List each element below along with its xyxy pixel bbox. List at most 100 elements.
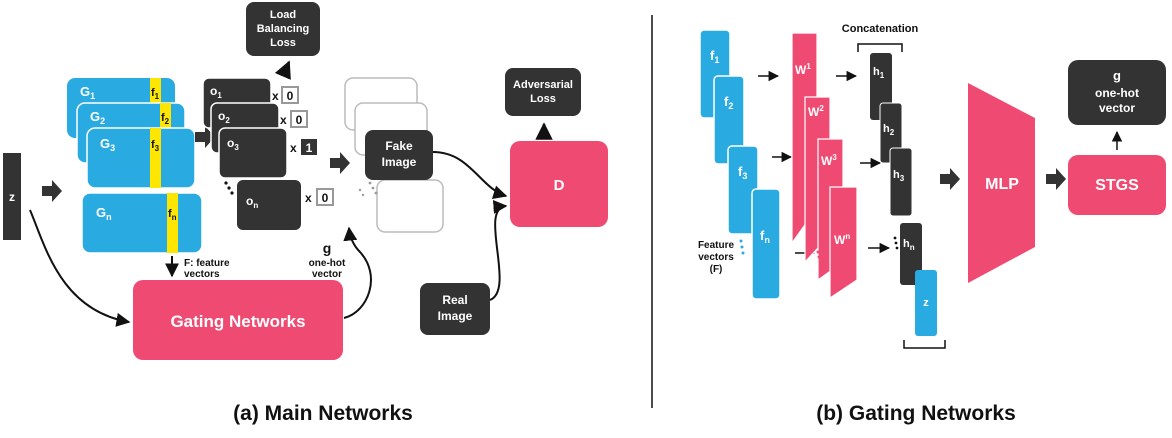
svg-text:x: x	[305, 191, 312, 205]
svg-text:Image: Image	[382, 155, 417, 169]
svg-text:0: 0	[322, 191, 329, 205]
svg-text:G1: G1	[80, 84, 95, 101]
svg-text:vectors: vectors	[184, 269, 220, 280]
bracket	[903, 340, 946, 349]
svg-text:vector: vector	[1099, 101, 1135, 115]
one-hot-vector-box: g one-hot vector	[1068, 60, 1166, 125]
output-stack: o1 o2 o3 on	[202, 77, 301, 230]
z-input-block: z	[3, 153, 21, 240]
svg-text:0: 0	[296, 113, 303, 127]
svg-text:1: 1	[306, 141, 313, 155]
svg-text:Adversarial: Adversarial	[513, 79, 573, 91]
ellipsis-dots	[224, 181, 234, 195]
svg-text:(F): (F)	[710, 264, 723, 275]
svg-text:f1: f1	[151, 87, 160, 101]
svg-text:o3: o3	[227, 136, 239, 152]
feature-vectors: f1 f2 f3 fn	[699, 29, 781, 300]
fat-arrow-icon	[940, 168, 960, 190]
svg-text:fn: fn	[168, 208, 177, 222]
hidden-vectors: h1 h2 h3 hn z	[870, 53, 937, 336]
feature-vectors-label: Feature	[698, 240, 735, 251]
svg-text:W1: W1	[795, 62, 811, 77]
fake-image-stack: Fake Image	[344, 77, 444, 233]
load-balancing-loss-box: Load Balancing Loss	[246, 2, 320, 56]
svg-text:h3: h3	[893, 169, 905, 183]
svg-text:Fake: Fake	[385, 139, 413, 153]
g-symbol: g	[323, 240, 332, 256]
svg-text:one-hot: one-hot	[309, 258, 346, 269]
svg-text:x: x	[280, 113, 287, 127]
svg-text:z: z	[9, 190, 15, 204]
svg-text:G3: G3	[100, 136, 115, 153]
z-vector-block: z	[915, 270, 937, 336]
svg-text:Gn: Gn	[96, 205, 112, 222]
svg-text:z: z	[923, 297, 929, 309]
svg-text:h2: h2	[883, 123, 895, 137]
svg-text:f3: f3	[151, 139, 160, 153]
svg-text:h1: h1	[873, 66, 885, 80]
arrows	[836, 70, 891, 254]
feature-vectors-label: F: feature	[184, 258, 230, 269]
generator-stack: G1 f1 G2 f2 G3 f3 Gn fn	[67, 78, 203, 254]
svg-text:Loss: Loss	[270, 37, 296, 49]
adversarial-loss-box: Adversarial Loss	[505, 68, 581, 116]
svg-text:o2: o2	[218, 109, 230, 125]
svg-text:f2: f2	[161, 112, 170, 126]
svg-text:Wn: Wn	[834, 232, 850, 247]
svg-text:Balancing: Balancing	[257, 23, 310, 35]
svg-text:STGS: STGS	[1095, 177, 1139, 194]
svg-text:o1: o1	[210, 84, 222, 100]
svg-text:Loss: Loss	[530, 93, 556, 105]
svg-text:Real: Real	[442, 293, 467, 307]
svg-text:W2: W2	[808, 104, 824, 119]
fat-arrow-icon	[330, 152, 350, 174]
bracket	[857, 43, 903, 52]
discriminator-box: D	[510, 141, 608, 227]
connector-curve	[343, 226, 372, 319]
svg-text:x: x	[272, 89, 279, 103]
fake-image-box: Fake Image	[365, 130, 433, 180]
svg-text:Gating Networks: Gating Networks	[170, 312, 305, 331]
output-3: o3	[218, 127, 288, 179]
connector-curve	[489, 199, 508, 301]
svg-text:x: x	[290, 141, 297, 155]
ellipsis-dots	[368, 181, 378, 195]
svg-text:D: D	[554, 177, 565, 194]
svg-text:0: 0	[287, 89, 294, 103]
svg-text:on: on	[246, 194, 258, 210]
svg-text:g: g	[1113, 68, 1121, 83]
svg-text:fn: fn	[760, 228, 770, 245]
gating-networks-box: Gating Networks	[133, 280, 343, 360]
connector-curve	[432, 151, 508, 199]
stgs-box: STGS	[1068, 155, 1166, 215]
svg-text:one-hot: one-hot	[1095, 86, 1139, 100]
real-image-box: Real Image	[420, 283, 490, 335]
arrow	[274, 60, 291, 80]
caption-gating-networks: (b) Gating Networks	[816, 402, 1016, 425]
output-n: on	[237, 180, 301, 230]
svg-text:G2: G2	[90, 109, 105, 126]
svg-text:Image: Image	[438, 309, 473, 323]
fat-arrow-icon	[195, 126, 215, 148]
weight-matrices: W1 W2 W3 Wn	[791, 32, 858, 300]
svg-text:f1: f1	[710, 48, 719, 65]
svg-text:f3: f3	[738, 164, 747, 181]
connector-curve	[29, 209, 131, 327]
svg-text:f2: f2	[724, 94, 733, 111]
mlp-block: MLP	[968, 83, 1035, 283]
ellipsis-dots	[739, 239, 745, 255]
generator-n: Gn fn	[81, 192, 203, 254]
svg-text:Load: Load	[270, 9, 296, 21]
concatenation-label: Concatenation	[842, 23, 919, 35]
ellipsis-dots	[88, 209, 98, 223]
generator-3: G3 f3	[86, 127, 196, 189]
svg-text:vector: vector	[312, 269, 342, 280]
caption-main-networks: (a) Main Networks	[233, 402, 413, 425]
svg-text:W3: W3	[821, 153, 837, 168]
gate-weights: x 0 x 0 x 1 x 0	[272, 86, 334, 206]
fat-arrow-icon	[42, 180, 62, 202]
svg-text:MLP: MLP	[985, 176, 1019, 193]
svg-text:vectors: vectors	[698, 252, 734, 263]
svg-text:hn: hn	[903, 238, 915, 252]
